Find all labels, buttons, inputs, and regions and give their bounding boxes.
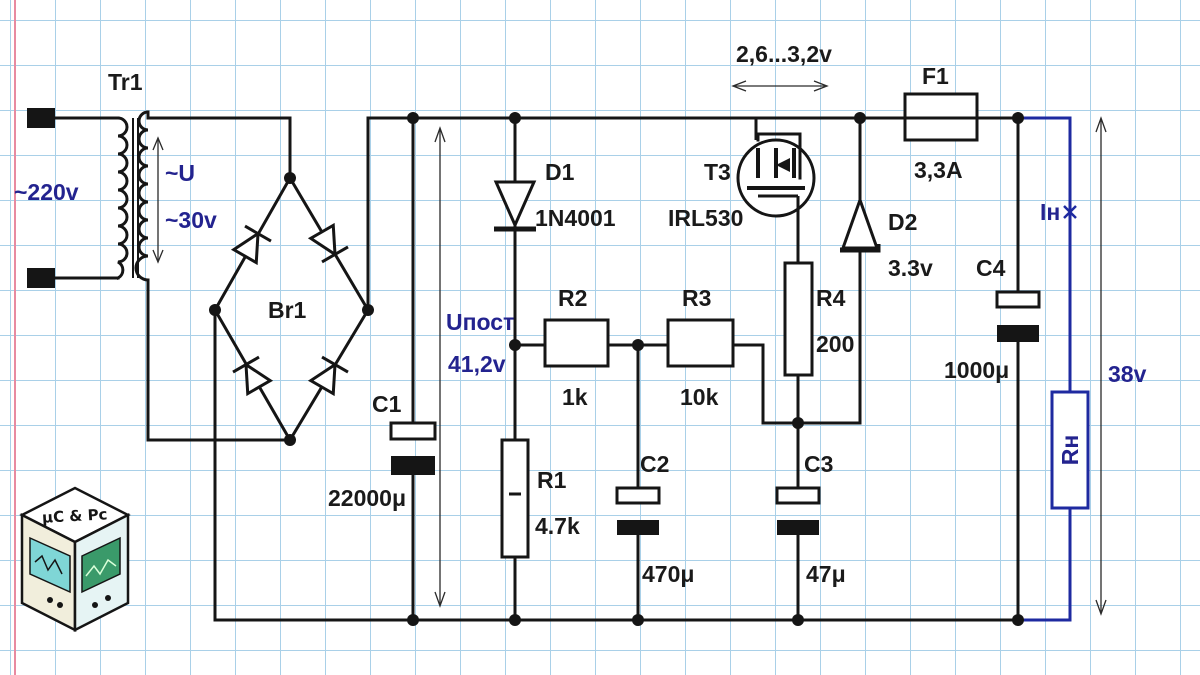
logo-cube-icon: μC & Pc [19,486,131,633]
label-gate-voltage: 2,6...3,2v [736,41,832,67]
capacitor-c1 [389,421,437,475]
label-d1: D1 [545,159,575,185]
label-secondary-u: ~U [165,160,195,186]
load-resistor [1050,390,1090,510]
resistor-r2 [543,318,610,368]
wiring [53,110,1022,622]
label-u-dc-value: 41,2v [448,351,506,377]
label-d2-value: 3.3v [888,255,933,281]
label-f1: F1 [922,63,949,89]
label-t3-type: IRL530 [668,205,743,231]
label-r2: R2 [558,285,587,311]
output-voltage-arrow [1095,116,1107,616]
label-r4-value: 200 [816,331,854,357]
capacitor-c4 [995,290,1041,342]
label-t3: T3 [704,159,731,185]
label-r1: R1 [537,467,567,493]
label-c1-value: 22000μ [328,485,406,511]
label-input-voltage: ~220v [14,179,79,205]
label-d2: D2 [888,209,917,235]
label-u-dc: Uпост [446,309,514,335]
load-wiring [1020,116,1072,622]
label-c2-value: 470μ [642,561,694,587]
diode-d1 [493,180,537,232]
transformer-tr1 [115,110,164,282]
resistor-r4 [783,261,814,377]
label-output-voltage: 38v [1108,361,1147,387]
fuse-f1 [903,92,979,142]
label-r1-value: 4.7k [535,513,580,539]
label-tr1: Tr1 [108,69,143,95]
label-r2-value: 1k [562,384,588,410]
junction-dots [209,112,1024,626]
dc-voltage-arrow [434,126,446,608]
input-terminal-bottom [27,268,55,288]
input-terminal-top [27,108,55,128]
label-r4: R4 [816,285,846,311]
gate-voltage-arrow [731,80,829,92]
label-c4-value: 1000μ [944,357,1009,383]
label-d1-type: 1N4001 [535,205,616,231]
label-f1-value: 3,3A [914,157,963,183]
label-load: Rн [1057,435,1083,466]
label-c2: C2 [640,451,669,477]
label-c3-value: 47μ [806,561,846,587]
label-c1: C1 [372,391,402,417]
resistor-r1 [500,438,530,559]
label-r3-value: 10k [680,384,719,410]
label-c4: C4 [976,255,1006,281]
logo-text: μC & Pc [42,505,108,526]
zener-diode-d2 [840,195,881,253]
mosfet-t3 [736,118,816,220]
label-c3: C3 [804,451,833,477]
label-r3: R3 [682,285,711,311]
resistor-r3 [666,318,735,368]
label-bridge: Br1 [268,297,307,323]
label-load-current: Iн [1040,199,1060,225]
capacitor-c3 [775,486,821,535]
capacitor-c2 [615,486,661,535]
label-secondary-voltage: ~30v [165,207,217,233]
load-current-marker [1063,205,1077,219]
